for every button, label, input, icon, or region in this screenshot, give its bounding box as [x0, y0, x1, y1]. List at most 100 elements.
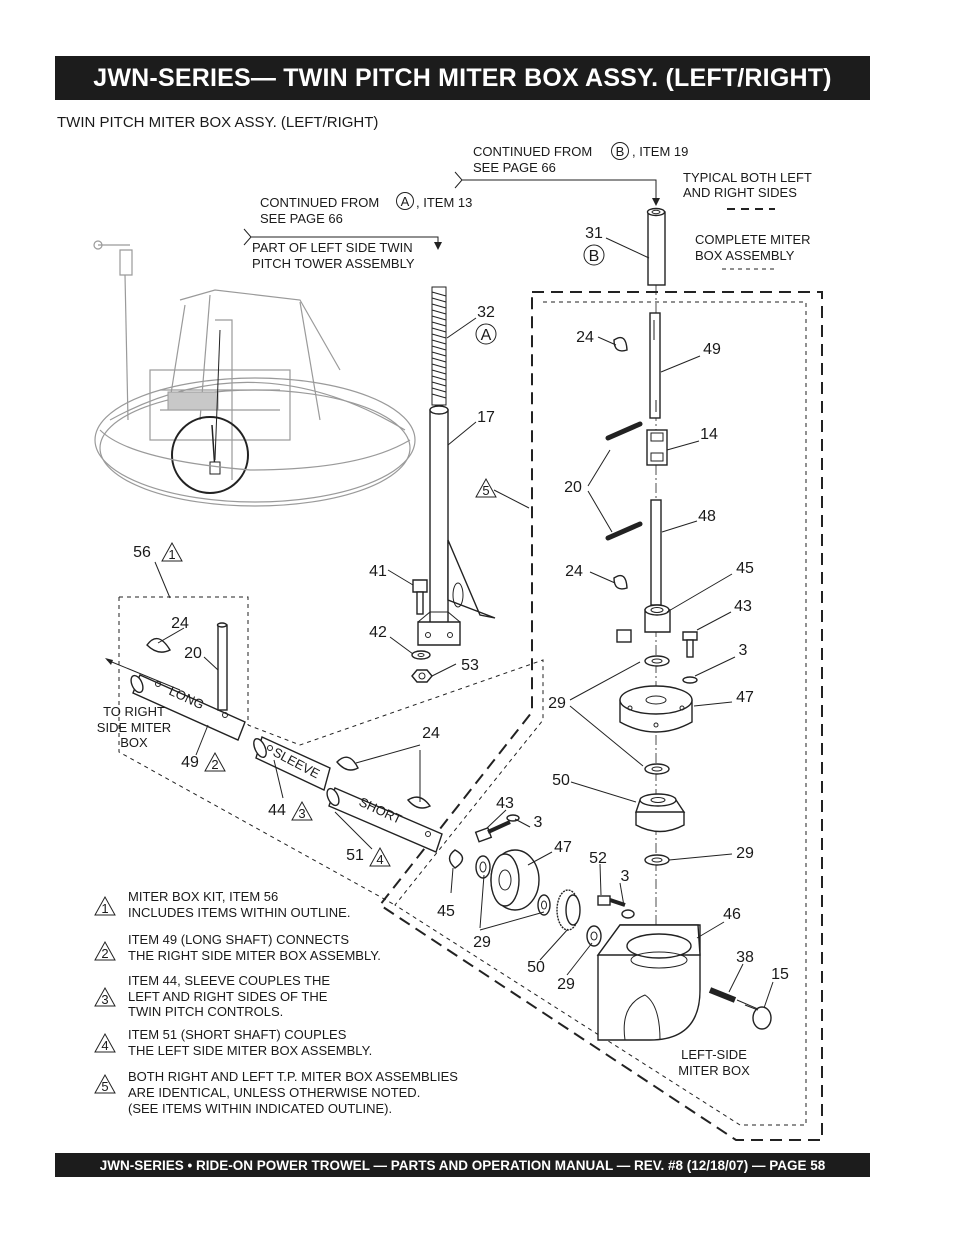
item-46: 46 [723, 906, 741, 923]
to-right-line1: TO RIGHT [103, 704, 165, 719]
miter-box-stack [448, 207, 772, 1041]
note-2: 2 ITEM 49 (LONG SHAFT) CONNECTS THE RIGH… [94, 932, 381, 963]
note-3-line1: ITEM 44, SLEEVE COUPLES THE [128, 973, 330, 988]
machine-sketch [93, 240, 416, 507]
item-a-circle [475, 323, 497, 345]
note-4-line2: THE LEFT SIDE MITER BOX ASSEMBLY. [128, 1043, 372, 1058]
continued-from-b: CONTINUED FROM B , ITEM 19 SEE PAGE 66 [454, 142, 688, 206]
item-29-upper: 29 [548, 695, 566, 712]
left-side-line2: MITER BOX [678, 1063, 750, 1078]
complete-line1: COMPLETE MITER [695, 232, 811, 247]
note-5-number: 5 [101, 1079, 108, 1094]
note-5-line3: (SEE ITEMS WITHIN INDICATED OUTLINE). [128, 1101, 392, 1116]
item-45-upper: 45 [736, 560, 754, 577]
item-3-middle: 3 [534, 814, 543, 831]
item-a: A [481, 327, 492, 344]
note-3-number: 3 [101, 992, 108, 1007]
continued-a-letter: A [401, 194, 410, 209]
note-1: 1 MITER BOX KIT, ITEM 56 INCLUDES ITEMS … [94, 889, 350, 920]
item-b: B [589, 248, 600, 265]
note-3-line3: TWIN PITCH CONTROLS. [128, 1004, 283, 1019]
note-3-line2: LEFT AND RIGHT SIDES OF THE [128, 989, 328, 1004]
kit-outline [118, 596, 396, 906]
item-note-2: 2 [211, 757, 218, 772]
item-42: 42 [369, 624, 387, 641]
item-49-upper: 49 [703, 341, 721, 358]
item-24-upper: 24 [576, 329, 594, 346]
continued-from-a: CONTINUED FROM A , ITEM 13 SEE PAGE 66 P… [243, 192, 472, 271]
item-24-left: 24 [171, 615, 189, 632]
note-4: 4 ITEM 51 (SHORT SHAFT) COUPLES THE LEFT… [94, 1027, 372, 1058]
item-29-lower: 29 [557, 976, 575, 993]
note-4-number: 4 [101, 1038, 108, 1053]
continued-b-prefix: CONTINUED FROM [473, 144, 592, 159]
note-4-line1: ITEM 51 (SHORT SHAFT) COUPLES [128, 1027, 347, 1042]
item-20-upper: 20 [564, 479, 582, 496]
item-44: 44 [268, 802, 286, 819]
item-b-circle [583, 244, 605, 266]
continued-b-suffix: , ITEM 19 [632, 144, 688, 159]
item-51: 51 [346, 847, 364, 864]
item-note-5: 5 [482, 483, 489, 498]
item-3-upper: 3 [739, 642, 748, 659]
part-of-left-line2: PITCH TOWER ASSEMBLY [252, 256, 415, 271]
item-note-1: 1 [168, 547, 175, 562]
item-29-left: 29 [473, 934, 491, 951]
item-29-right: 29 [736, 845, 754, 862]
note-1-line2: INCLUDES ITEMS WITHIN OUTLINE. [128, 905, 350, 920]
item-14: 14 [700, 426, 718, 443]
item-50-upper: 50 [552, 772, 570, 789]
typical-line2: AND RIGHT SIDES [683, 185, 797, 200]
item-43-upper: 43 [734, 598, 752, 615]
item-20-left: 20 [184, 645, 202, 662]
note-1-line1: MITER BOX KIT, ITEM 56 [128, 889, 278, 904]
note-2-line2: THE RIGHT SIDE MITER BOX ASSEMBLY. [128, 948, 381, 963]
legend-lines: TYPICAL BOTH LEFT AND RIGHT SIDES COMPLE… [683, 170, 812, 270]
continued-a-suffix: , ITEM 13 [416, 195, 472, 210]
item-note-4: 4 [376, 852, 383, 867]
complete-line2: BOX ASSEMBLY [695, 248, 795, 263]
item-24-lower: 24 [422, 725, 440, 742]
continued-a-prefix: CONTINUED FROM [260, 195, 379, 210]
diagram-subtitle: TWIN PITCH MITER BOX ASSY. (LEFT/RIGHT) [57, 114, 379, 131]
to-right-line2: SIDE MITER [97, 720, 171, 735]
item-15: 15 [771, 966, 789, 983]
page-title: JWN-SERIES— TWIN PITCH MITER BOX ASSY. (… [55, 56, 870, 100]
continued-a-page: SEE PAGE 66 [260, 211, 343, 226]
item-24-middle: 24 [565, 563, 583, 580]
note-2-line1: ITEM 49 (LONG SHAFT) CONNECTS [128, 932, 349, 947]
note-1-number: 1 [101, 901, 108, 916]
item-45-lower: 45 [437, 903, 455, 920]
item-52: 52 [589, 850, 607, 867]
item-3-lower: 3 [621, 868, 630, 885]
continued-b-page: SEE PAGE 66 [473, 160, 556, 175]
to-right-line3: BOX [120, 735, 148, 750]
typical-both-sides-outline [378, 291, 823, 1141]
leader-lines [154, 237, 774, 1009]
left-side-line1: LEFT-SIDE [681, 1047, 747, 1062]
item-labels: 31 B 32 A 17 24 49 14 20 48 5 24 45 43 4… [133, 225, 789, 993]
item-41: 41 [369, 563, 387, 580]
part-of-left-line1: PART OF LEFT SIDE TWIN [252, 240, 413, 255]
item-53: 53 [461, 657, 479, 674]
note-2-number: 2 [101, 946, 108, 961]
item-17: 17 [477, 409, 495, 426]
notes-list: 1 MITER BOX KIT, ITEM 56 INCLUDES ITEMS … [94, 889, 458, 1116]
note-5: 5 BOTH RIGHT AND LEFT T.P. MITER BOX ASS… [94, 1069, 458, 1116]
item-56: 56 [133, 544, 151, 561]
continued-b-letter: B [616, 144, 625, 159]
item-31: 31 [585, 225, 603, 242]
item-43-lower: 43 [496, 795, 514, 812]
item-32: 32 [477, 304, 495, 321]
item-48: 48 [698, 508, 716, 525]
note-5-line1: BOTH RIGHT AND LEFT T.P. MITER BOX ASSEM… [128, 1069, 458, 1084]
note-3: 3 ITEM 44, SLEEVE COUPLES THE LEFT AND R… [94, 973, 330, 1019]
complete-miter-box-outline [247, 301, 807, 1126]
item-50-lower: 50 [527, 959, 545, 976]
item-note-3: 3 [298, 806, 305, 821]
tower-assembly [411, 286, 496, 683]
typical-line1: TYPICAL BOTH LEFT [683, 170, 812, 185]
item-49-lower: 49 [181, 754, 199, 771]
side-labels: TO RIGHT SIDE MITER BOX LEFT-SIDE MITER … [97, 704, 750, 1078]
